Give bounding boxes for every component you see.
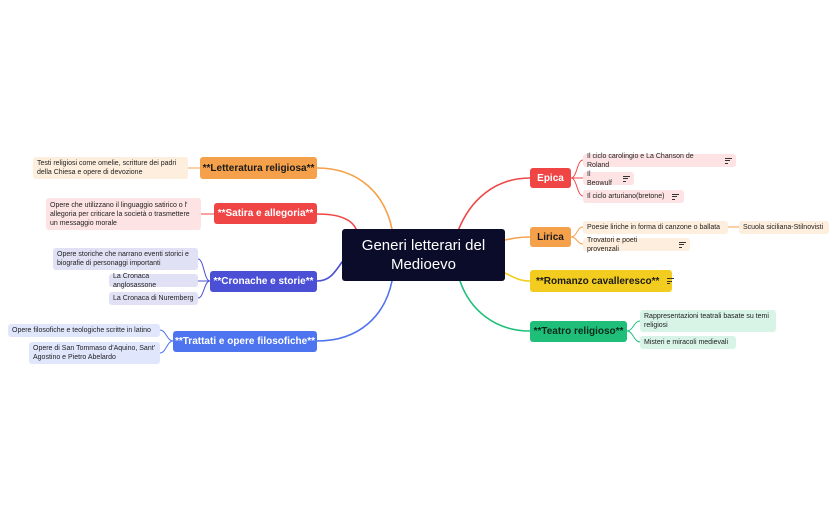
trattati-item-latino[interactable]: Opere filosofiche e teologiche scritte i… <box>8 324 160 337</box>
branch-lirica[interactable]: Lirica <box>530 227 571 247</box>
connector-epica-roland <box>570 159 584 179</box>
cronache-item-opere-storiche[interactable]: Opere storiche che narrano eventi storic… <box>53 248 198 270</box>
note-icon <box>667 278 675 284</box>
branch-trattati-label: **Trattati e opere filosofiche** <box>174 336 316 347</box>
letteratura-item-testi[interactable]: Testi religiosi come omelie, scritture d… <box>33 157 188 179</box>
note-icon <box>725 157 732 164</box>
connector-cronache <box>316 261 343 282</box>
satira-item-opere[interactable]: Opere che utilizzano il linguaggio satir… <box>46 198 201 230</box>
connector-trattati <box>316 280 393 342</box>
connector-satira <box>316 213 357 230</box>
connector-letteratura <box>316 167 393 230</box>
branch-trattati-filosofiche[interactable]: **Trattati e opere filosofiche** <box>173 331 317 352</box>
connector-cronache-opere <box>197 258 211 282</box>
connector-teatro-rappresentazioni <box>626 320 641 332</box>
cronache-item-nuremberg[interactable]: La Cronaca di Nuremberg <box>109 292 198 305</box>
branch-letteratura-label: **Letteratura religiosa** <box>202 162 315 174</box>
branch-cronache-label: **Cronache e storie** <box>213 276 314 287</box>
trattati-item-tommaso[interactable]: Opere di San Tommaso d'Aquino, Sant' Ago… <box>29 342 160 364</box>
epica-item-roland[interactable]: Il ciclo carolingio e La Chanson de Rola… <box>583 153 736 169</box>
central-topic[interactable]: Generi letterari del Medioevo <box>342 229 505 281</box>
teatro-item-rappresentazioni[interactable]: Rappresentazioni teatrali basate su temi… <box>640 310 776 332</box>
connector-teatro-misteri <box>626 330 641 343</box>
connector-trattati-latino <box>159 329 174 342</box>
lirica-item-scuola-siciliana[interactable]: Scuola siciliana-Stilnovisti <box>739 221 829 234</box>
connector-trattati-tommaso <box>159 340 174 354</box>
branch-romanzo-label: **Romanzo cavalleresco** <box>536 275 660 287</box>
central-topic-label: Generi letterari del Medioevo <box>361 237 486 273</box>
branch-teatro-label: **Teatro religioso** <box>533 326 624 337</box>
connector-romanzo <box>504 272 531 282</box>
connector-teatro <box>459 280 531 332</box>
lirica-item-trovatori[interactable]: Trovatori e poeti provenzali <box>583 237 690 253</box>
epica-item-beowulf[interactable]: Il Beowulf <box>583 171 634 187</box>
connector-epica <box>457 177 531 232</box>
connector-lirica <box>504 236 531 241</box>
epica-item-arturiano[interactable]: Il ciclo arturiano(bretone) <box>583 190 684 203</box>
branch-satira-label: **Satira e allegoria** <box>217 208 314 219</box>
connector-cronache-nuremberg <box>197 280 211 299</box>
connector-lirica-poesie <box>570 226 584 238</box>
branch-epica-label: Epica <box>537 172 564 184</box>
connector-lirica-trovatori <box>570 236 584 245</box>
note-icon <box>679 241 686 248</box>
branch-romanzo-cavalleresco[interactable]: **Romanzo cavalleresco** <box>530 270 675 292</box>
cronache-item-anglosassone[interactable]: La Cronaca anglosassone <box>109 273 198 289</box>
lirica-item-poesie[interactable]: Poesie liriche in forma di canzone o bal… <box>583 221 728 234</box>
branch-lirica-label: Lirica <box>537 231 564 243</box>
branch-teatro-religioso[interactable]: **Teatro religioso** <box>530 321 627 342</box>
branch-epica[interactable]: Epica <box>530 168 571 188</box>
teatro-item-misteri[interactable]: Misteri e miracoli medievali <box>640 336 736 349</box>
branch-satira-allegoria[interactable]: **Satira e allegoria** <box>214 203 317 224</box>
connector-epica-arturiano <box>570 177 584 197</box>
branch-cronache-storie[interactable]: **Cronache e storie** <box>210 271 317 292</box>
note-icon <box>672 193 680 200</box>
branch-letteratura-religiosa[interactable]: **Letteratura religiosa** <box>200 157 317 179</box>
note-icon <box>623 175 630 182</box>
